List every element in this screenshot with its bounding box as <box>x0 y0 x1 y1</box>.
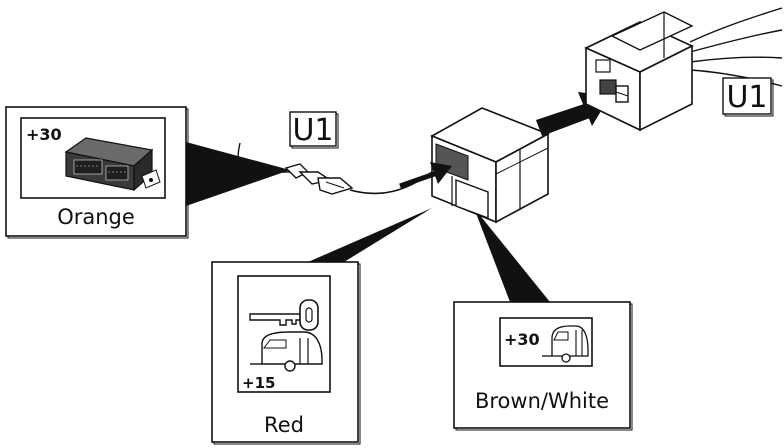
callout-brown-white: +30 Brown/White <box>453 301 633 431</box>
red-badge: +15 <box>242 374 275 392</box>
u1-label-right: U1 <box>726 80 767 115</box>
callout-red: +15 Red <box>211 261 361 445</box>
right-connector-unit <box>584 7 783 132</box>
center-connector <box>430 107 550 224</box>
red-label: Red <box>264 413 304 437</box>
orange-label: Orange <box>57 205 135 229</box>
orange-wire <box>237 142 291 173</box>
caravan-icon <box>542 325 589 363</box>
u1-label-left-frame <box>289 111 337 147</box>
u1-label-right-frame <box>722 77 772 115</box>
brown-white-label: Brown/White <box>475 389 609 413</box>
orange-badge: +30 <box>26 125 62 144</box>
terminal-wire <box>349 171 433 195</box>
ignition-key-icon <box>249 299 319 331</box>
callout-wedge-brown-white <box>474 208 550 302</box>
callout-wedge-red <box>308 208 432 262</box>
brown-white-badge: +30 <box>504 330 540 349</box>
callout-orange: +30 Orange <box>5 106 189 239</box>
arrow-terminal-to-connector <box>399 162 452 189</box>
spade-terminal <box>284 163 354 195</box>
callout-wedge-orange <box>186 142 290 206</box>
control-unit-icon <box>64 137 161 192</box>
caravan-icon <box>250 331 323 372</box>
u1-label-left: U1 <box>292 113 333 148</box>
